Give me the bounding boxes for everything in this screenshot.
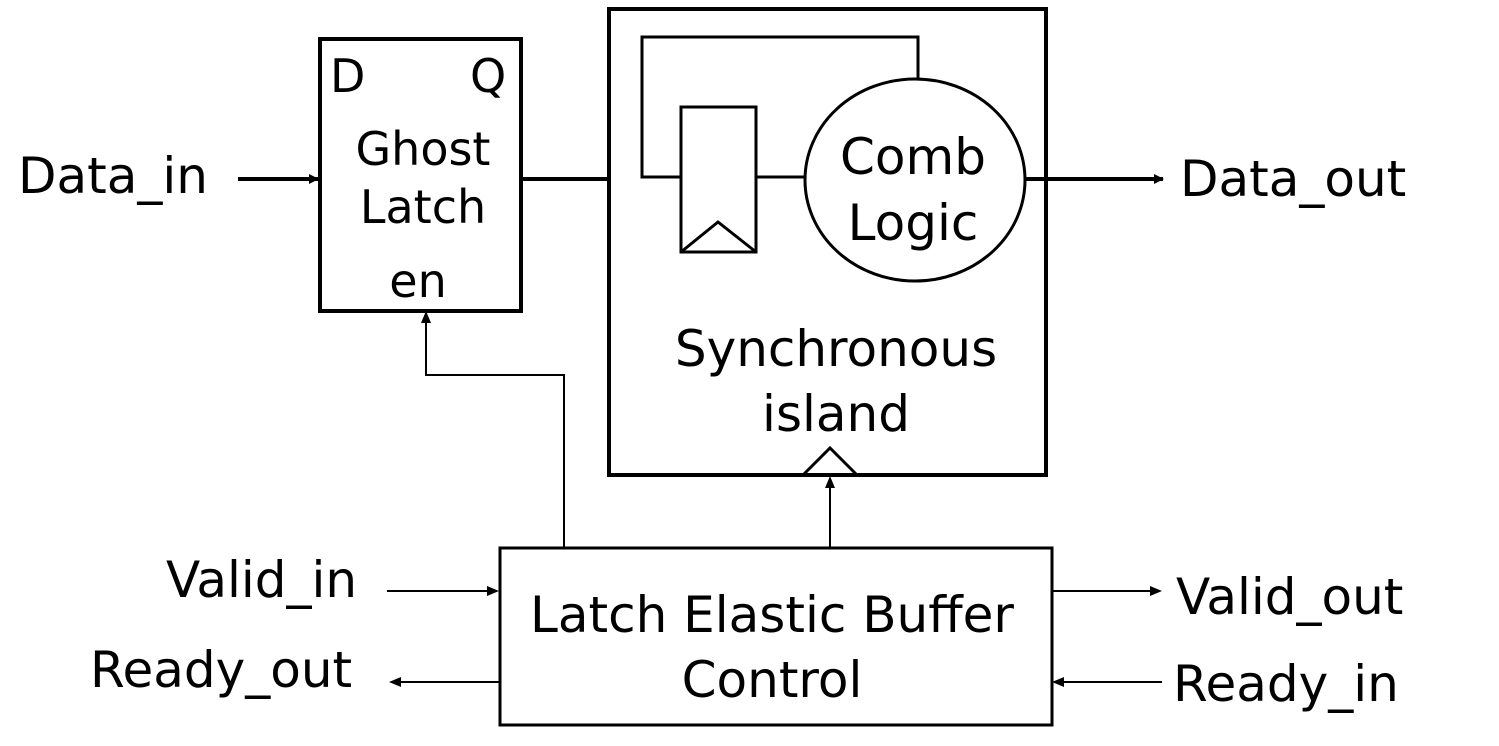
latch-en-port: en [389,254,446,308]
island-label-line1: Synchronous [675,320,997,378]
island-clock-icon [801,445,859,477]
register-clock-icon [680,220,757,254]
control-label-line2: Control [682,651,863,709]
control-label-line1: Latch Elastic Buffer [530,586,1014,644]
synchronous-island-box [607,7,1048,477]
comb-logic-label-line2: Logic [848,194,979,252]
ready-in-label: Ready_in [1173,655,1399,713]
comb-logic-label-line1: Comb [840,128,986,186]
valid-in-label: Valid_in [166,551,357,609]
data-out-label: Data_out [1180,150,1406,208]
latch-d-port: D [330,49,365,103]
control-box [498,546,1054,727]
comb-logic-ellipse [803,77,1027,283]
enable-arrowhead [421,311,431,323]
control-to-latch-enable-wire [425,313,565,548]
ghost-latch-label-line1: Ghost [356,122,491,176]
ready-out-label: Ready_out [90,641,352,699]
valid-in-arrowhead [487,586,499,596]
latch-q-port: Q [470,49,506,103]
ready-out-arrowhead [389,677,401,687]
ghost-latch-label-line2: Latch [360,180,486,234]
ready-in-arrowhead [1052,677,1064,687]
feedback-loop-wire [640,35,920,179]
island-label-line2: island [762,385,910,443]
valid-out-arrowhead [1150,586,1162,596]
data-in-label: Data_in [18,147,208,205]
register-box [679,105,758,254]
clock-arrowhead [825,476,835,488]
ghost-latch-box [318,37,523,313]
valid-out-label: Valid_out [1176,568,1403,626]
